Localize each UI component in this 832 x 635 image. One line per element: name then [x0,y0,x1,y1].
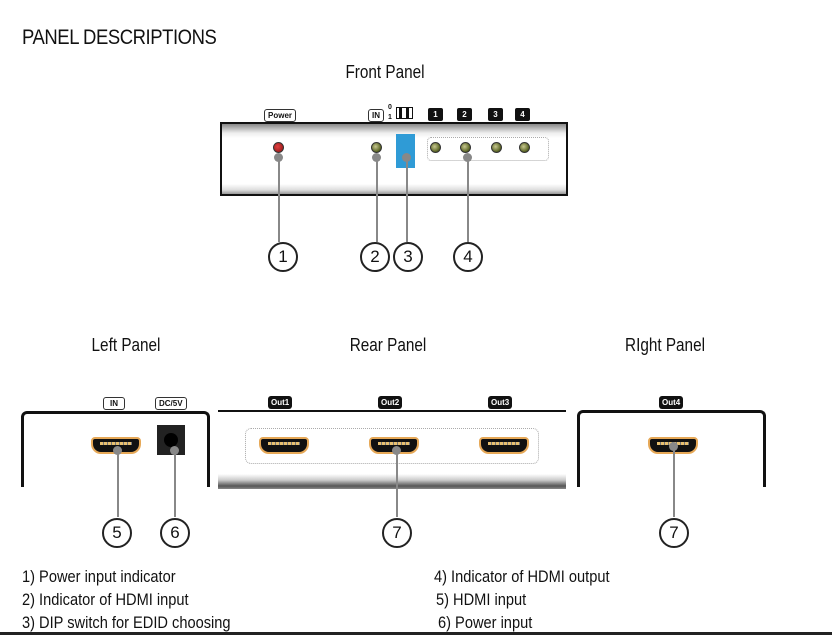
out3-label: Out3 [488,396,513,409]
output-led-group [427,137,549,161]
power-led-icon [273,142,284,153]
pointer-line [396,451,398,517]
in-label: IN [368,109,384,122]
output-led-2-icon [460,142,471,153]
power-label: Power [264,109,297,122]
pointer-line [174,451,176,517]
dip-label-1: 1 [388,114,392,121]
description-item: 6) Power input [438,613,533,632]
description-item: 4) Indicator of HDMI output [434,567,610,586]
output-number-4: 4 [515,108,530,121]
dip-switch-icon [396,107,413,119]
callout-2: 2 [360,242,390,272]
callout-3: 3 [393,242,423,272]
hdmi-output-port-3[interactable] [479,437,529,454]
page-title: PANEL DESCRIPTIONS [22,26,217,49]
output-led-1-icon [430,142,441,153]
pointer-dot [274,153,283,162]
hdmi-input-led-icon [371,142,382,153]
rear-panel-title: Rear Panel [349,335,427,355]
left-panel-device [21,411,210,487]
pointer-dot [463,153,472,162]
output-number-3: 3 [488,108,503,121]
pointer-dot [392,446,401,455]
output-port-group [245,428,539,464]
callout-7: 7 [382,518,412,548]
right-panel-device [577,410,766,487]
in-label: IN [103,397,125,410]
power-jack-hole-icon [164,433,178,447]
left-panel-title: Left Panel [91,335,161,355]
pointer-dot [372,153,381,162]
callout-7: 7 [659,518,689,548]
out1-label: Out1 [268,396,293,409]
pointer-line [117,451,119,517]
output-led-4-icon [519,142,530,153]
description-item: 5) HDMI input [436,590,527,609]
callout-5: 5 [102,518,132,548]
out4-label: Out4 [659,396,684,409]
pointer-line [467,158,469,242]
description-item: 3) DIP switch for EDID choosing [22,613,231,632]
callout-1: 1 [268,242,298,272]
output-number-1: 1 [428,108,443,121]
callout-6: 6 [160,518,190,548]
dc-5v-label: DC/5V [155,397,187,410]
dip-label-0: 0 [388,104,392,111]
bottom-divider [0,632,832,635]
pointer-line [673,447,675,517]
pointer-line [406,158,408,242]
pointer-line [278,158,280,242]
out2-label: Out2 [378,396,403,409]
pointer-dot [170,446,179,455]
pointer-line [376,158,378,242]
description-item: 2) Indicator of HDMI input [22,590,189,609]
description-item: 1) Power input indicator [22,567,176,586]
right-panel-title: RIght Panel [625,335,705,355]
hdmi-output-port-1[interactable] [259,437,309,454]
output-led-3-icon [491,142,502,153]
pointer-dot [402,153,411,162]
output-number-2: 2 [457,108,472,121]
pointer-dot [669,442,678,451]
front-panel-title: Front Panel [345,62,425,82]
callout-4: 4 [453,242,483,272]
pointer-dot [113,446,122,455]
